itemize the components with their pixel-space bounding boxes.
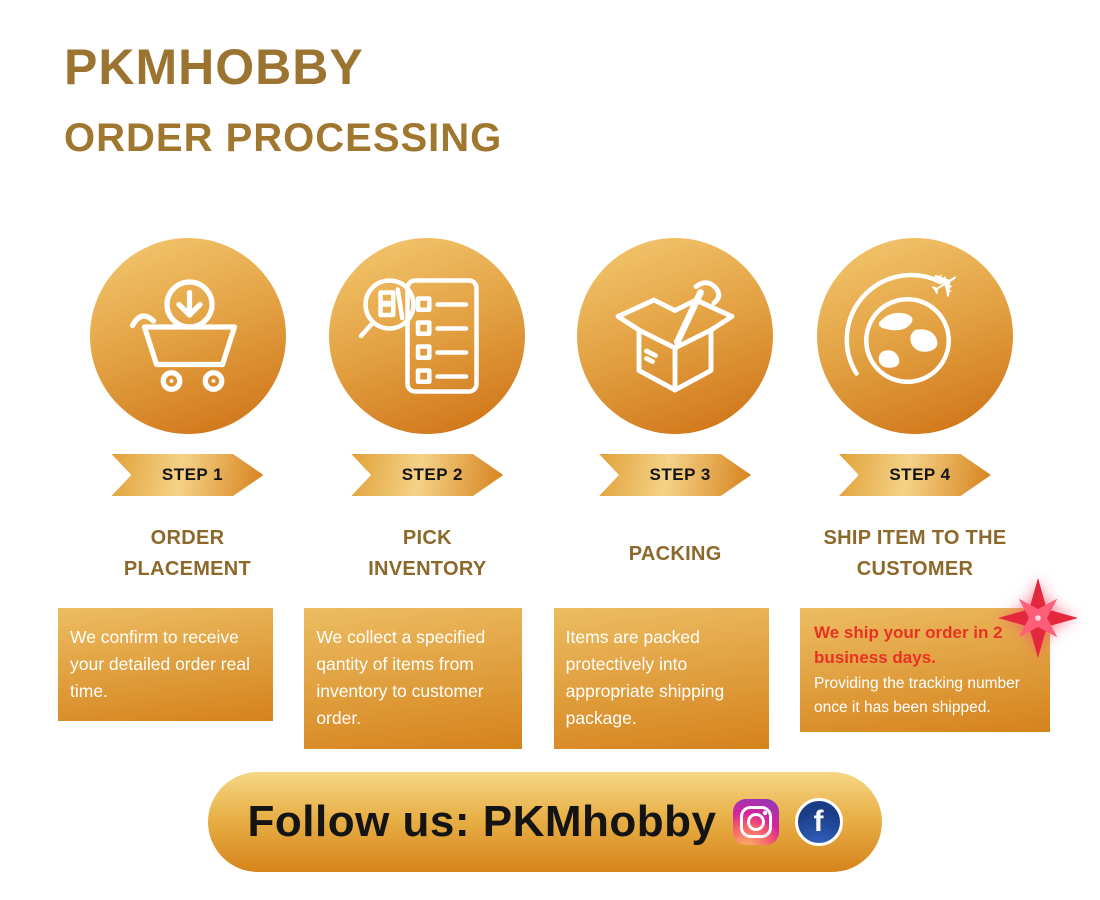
step-2-title: PICK INVENTORY [368, 527, 487, 580]
ship-globe-icon: ✈ [844, 261, 969, 384]
step-column-3: STEP 3 PACKING Items are packed protecti… [553, 238, 774, 749]
step-1-title: ORDER PLACEMENT [123, 527, 252, 580]
instagram-camera-glyph [739, 806, 772, 838]
steps-row: STEP 1 ORDER PLACEMENT We confirm to rec… [58, 238, 1078, 749]
step-4-description: We ship your order in 2 business days. P… [799, 578, 1078, 732]
step-1-top: STEP 1 ORDER PLACEMENT [80, 238, 295, 600]
step-1-badge: STEP 1 [111, 454, 264, 496]
packing-box-icon [615, 280, 735, 393]
step-3-title: PACKING [628, 542, 722, 565]
step-4-description-text: Providing the tracking number once it ha… [813, 675, 1020, 716]
step-2-top: STEP 2 PICK INVENTORY [318, 238, 536, 600]
step-3-icon-circle [577, 238, 774, 434]
step-4-badge: STEP 4 [838, 454, 991, 496]
step-1-badge-label: STEP 1 [161, 465, 224, 484]
instagram-icon[interactable] [732, 799, 779, 845]
step-3-badge: STEP 3 [599, 454, 752, 496]
follow-us-text: Follow us: PKMhobby [247, 797, 717, 846]
step-3-description: Items are packed protectively into appro… [553, 608, 769, 749]
step-2-badge-label: STEP 2 [401, 465, 463, 484]
step-1-description: We confirm to receive your detailed orde… [58, 608, 273, 722]
cart-download-icon [129, 279, 237, 392]
step-2-description: We collect a specified qantity of items … [304, 608, 523, 749]
page-title: ORDER PROCESSING [64, 116, 503, 160]
step-4-highlight-text: We ship your order in 2 business days. [813, 623, 1003, 667]
step-4-badge-label: STEP 4 [889, 465, 951, 484]
follow-us-banner: Follow us: PKMhobby f [208, 772, 882, 872]
sparkle-star-icon [997, 578, 1078, 658]
step-1-icon-circle [89, 238, 286, 434]
facebook-icon[interactable]: f [794, 798, 843, 846]
brand-title: PKMHOBBY [64, 39, 364, 95]
step-column-4: ✈ STEP 4 SHIP ITEM TO THE CUSTOMER We sh… [799, 238, 1078, 732]
step-3-badge-label: STEP 3 [649, 465, 711, 484]
header: PKMHOBBY ORDER PROCESSING [64, 42, 502, 158]
step-column-1: STEP 1 ORDER PLACEMENT We confirm to rec… [58, 238, 286, 722]
facebook-f-glyph: f [813, 805, 824, 838]
step-4-icon-circle: ✈ [816, 238, 1013, 434]
step-2-icon-circle [329, 238, 526, 434]
step-2-badge: STEP 2 [351, 454, 504, 496]
step-3-top: STEP 3 PACKING [568, 238, 783, 600]
step-column-2: STEP 2 PICK INVENTORY We collect a speci… [304, 238, 526, 749]
step-4-title: SHIP ITEM TO THE CUSTOMER [823, 527, 1007, 580]
pick-inventory-icon [359, 278, 480, 394]
step-4-top: ✈ STEP 4 SHIP ITEM TO THE CUSTOMER [790, 238, 1040, 600]
